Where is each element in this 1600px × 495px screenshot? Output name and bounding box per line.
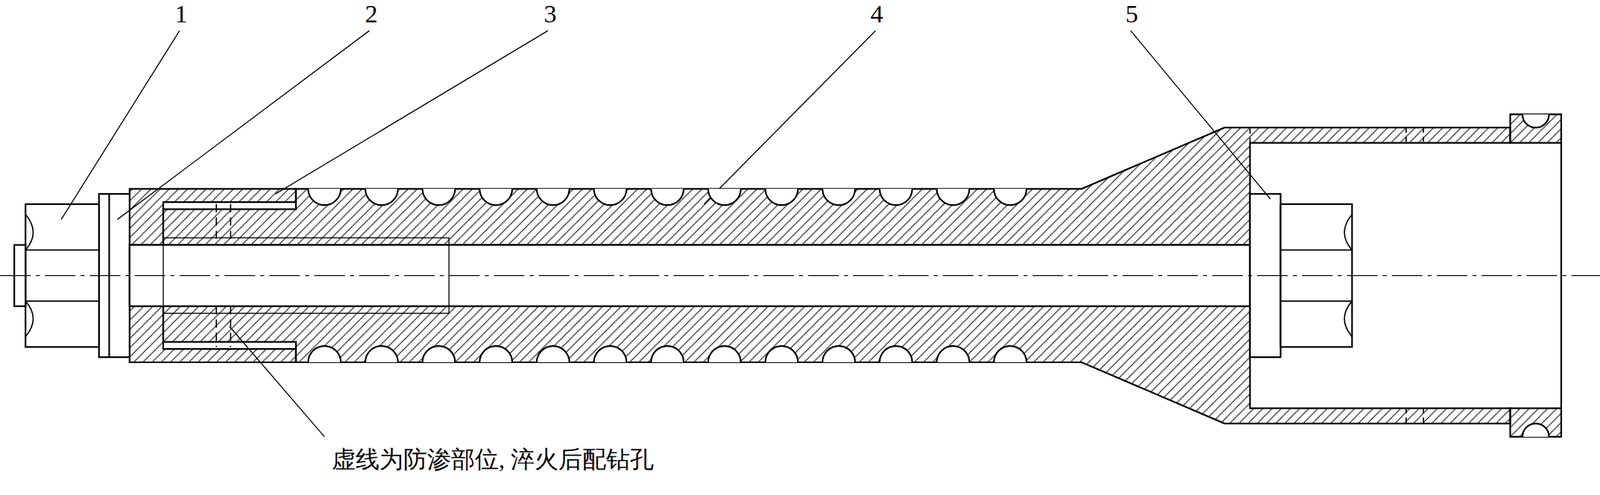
groove — [422, 188, 456, 206]
groove — [993, 188, 1027, 206]
groove-outline — [936, 345, 970, 363]
groove — [936, 188, 970, 206]
groove-outline — [650, 345, 684, 363]
groove-outline — [650, 188, 684, 206]
leader-line — [1130, 30, 1271, 200]
groove — [708, 345, 742, 363]
groove-outline — [936, 188, 970, 206]
groove — [536, 188, 570, 206]
callout-number: 5 — [1125, 1, 1139, 27]
groove-outline — [822, 345, 856, 363]
groove-outline — [708, 188, 742, 206]
groove — [879, 188, 913, 206]
groove — [365, 188, 399, 206]
groove — [764, 188, 798, 206]
leader-line — [703, 30, 876, 205]
leader-line — [61, 30, 180, 220]
groove-outline — [422, 345, 456, 363]
groove-outline — [822, 188, 856, 206]
groove-outline — [879, 345, 913, 363]
groove — [708, 188, 742, 206]
groove — [822, 188, 856, 206]
groove — [307, 188, 341, 206]
callout-number: 2 — [365, 1, 379, 27]
groove-outline — [422, 188, 456, 206]
groove-outline — [594, 188, 628, 206]
callout-number: 3 — [544, 1, 557, 27]
groove — [936, 345, 970, 363]
groove-outline — [993, 345, 1027, 363]
bore-end — [1560, 143, 1562, 409]
leader-line — [275, 30, 548, 194]
groove-outline — [536, 188, 570, 206]
groove-outline — [879, 188, 913, 206]
groove — [650, 345, 684, 363]
groove-outline — [479, 188, 513, 206]
leader-line — [117, 30, 370, 220]
groove-outline — [307, 188, 341, 206]
groove-outline — [307, 345, 341, 363]
groove — [650, 188, 684, 206]
groove-outline — [536, 345, 570, 363]
note-text: 虚线为防渗部位, 淬火后配钻孔 — [331, 447, 654, 472]
leader-line — [229, 326, 325, 437]
groove-outline — [993, 188, 1027, 206]
groove — [365, 345, 399, 363]
groove-outline — [365, 345, 399, 363]
cup-section — [129, 306, 296, 363]
groove — [479, 188, 513, 206]
groove — [879, 345, 913, 363]
groove — [993, 345, 1027, 363]
flange-groove — [1522, 114, 1550, 128]
groove — [764, 345, 798, 363]
groove-outline — [365, 188, 399, 206]
end-flange — [1510, 408, 1562, 437]
groove-outline — [764, 345, 798, 363]
callout-number: 1 — [175, 1, 188, 27]
center-line — [0, 275, 1600, 276]
groove — [422, 345, 456, 363]
groove-outline — [764, 188, 798, 206]
leader-lines — [61, 30, 1271, 437]
groove — [594, 345, 628, 363]
groove — [307, 345, 341, 363]
cup-section — [129, 188, 296, 245]
callout-number: 4 — [870, 1, 884, 27]
groove-outline — [594, 345, 628, 363]
groove-outline — [708, 345, 742, 363]
groove — [594, 188, 628, 206]
groove — [536, 345, 570, 363]
flange-groove — [1522, 423, 1550, 437]
groove — [822, 345, 856, 363]
groove-outline — [479, 345, 513, 363]
end-flange — [1510, 114, 1562, 143]
groove — [479, 345, 513, 363]
